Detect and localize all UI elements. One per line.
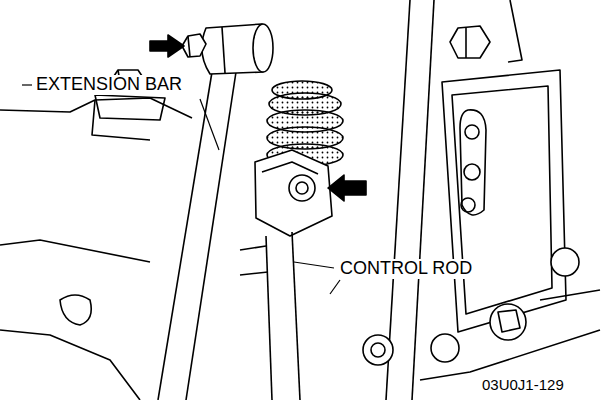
part-label: EXTENSION BAR: [34, 75, 184, 95]
figure-code: 03U0J1-129: [480, 377, 566, 394]
part-label: CONTROL ROD: [338, 259, 474, 279]
